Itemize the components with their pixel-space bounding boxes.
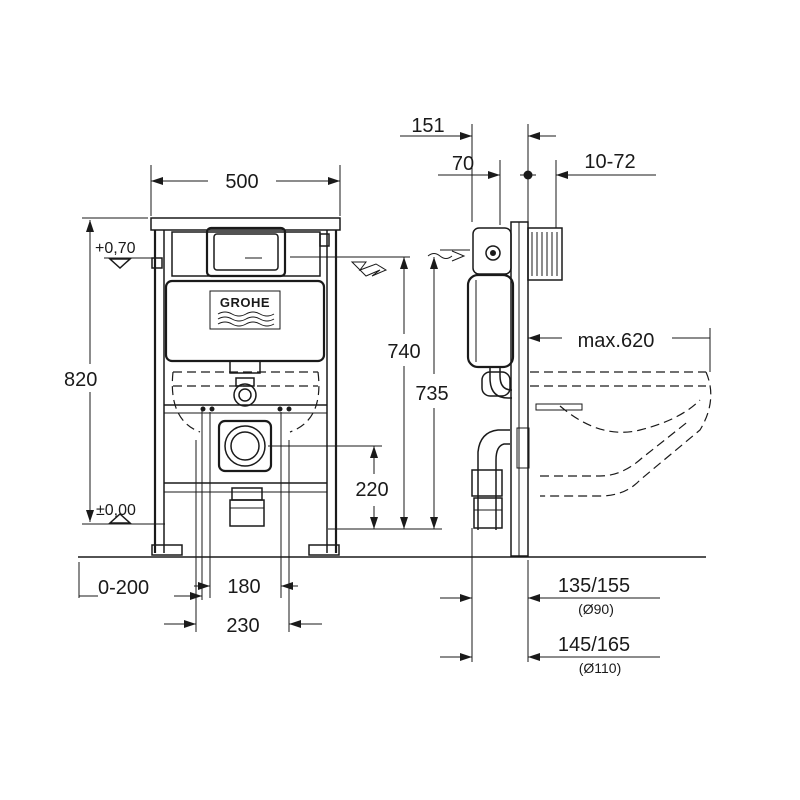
frame-left-foot (151, 544, 183, 556)
front-view: GROHE +0,70 ±0,00 (64, 165, 465, 637)
dim-offset-range: 0-200 (98, 577, 149, 599)
cistern-side (466, 273, 515, 369)
dim-depth-frame: 70 (452, 153, 474, 175)
bowl-outline-front (171, 371, 320, 433)
dim-bowl-max: max.620 (578, 330, 655, 352)
side-view: 151 70 10-72 max.620 135/155 (Ø90) (400, 115, 712, 676)
waste-pipe-side (477, 429, 510, 530)
dim-height-flush-alt: 735 (415, 383, 448, 405)
wall-anchor (527, 227, 563, 281)
bowl-outline-side (530, 371, 712, 497)
cistern (164, 279, 326, 363)
level-zero-label: ±0,00 (96, 502, 136, 519)
left-bracket (151, 257, 163, 269)
brand-logo (209, 290, 281, 330)
brand-logo-text: GROHE (220, 295, 270, 310)
waste-pipe-front (229, 499, 265, 527)
dim-depth-total: 151 (411, 115, 444, 137)
dim-height-total: 820 (64, 369, 97, 391)
dim-pipe-90-dia: (Ø90) (578, 601, 614, 617)
dim-pipe-90-depth: 135/155 (558, 575, 630, 597)
frame-right-foot (308, 544, 340, 556)
level-top-label: +0,70 (95, 240, 136, 257)
dim-width: 500 (225, 171, 258, 193)
frame-top-bar (150, 217, 341, 231)
flush-plate-inner (213, 233, 279, 271)
dim-pipe-110-dia: (Ø110) (579, 660, 622, 676)
dim-height-flush: 740 (387, 341, 420, 363)
dim-height-outlet: 220 (355, 479, 388, 501)
dim-wall-distance: 10-72 (584, 151, 635, 173)
dim-outlet-spacing: 180 (227, 576, 260, 598)
dim-pipe-110-depth: 145/165 (558, 634, 630, 656)
dim-pipe-spacing: 230 (226, 615, 259, 637)
flush-outlet (233, 383, 257, 407)
flush-plate (205, 226, 287, 278)
